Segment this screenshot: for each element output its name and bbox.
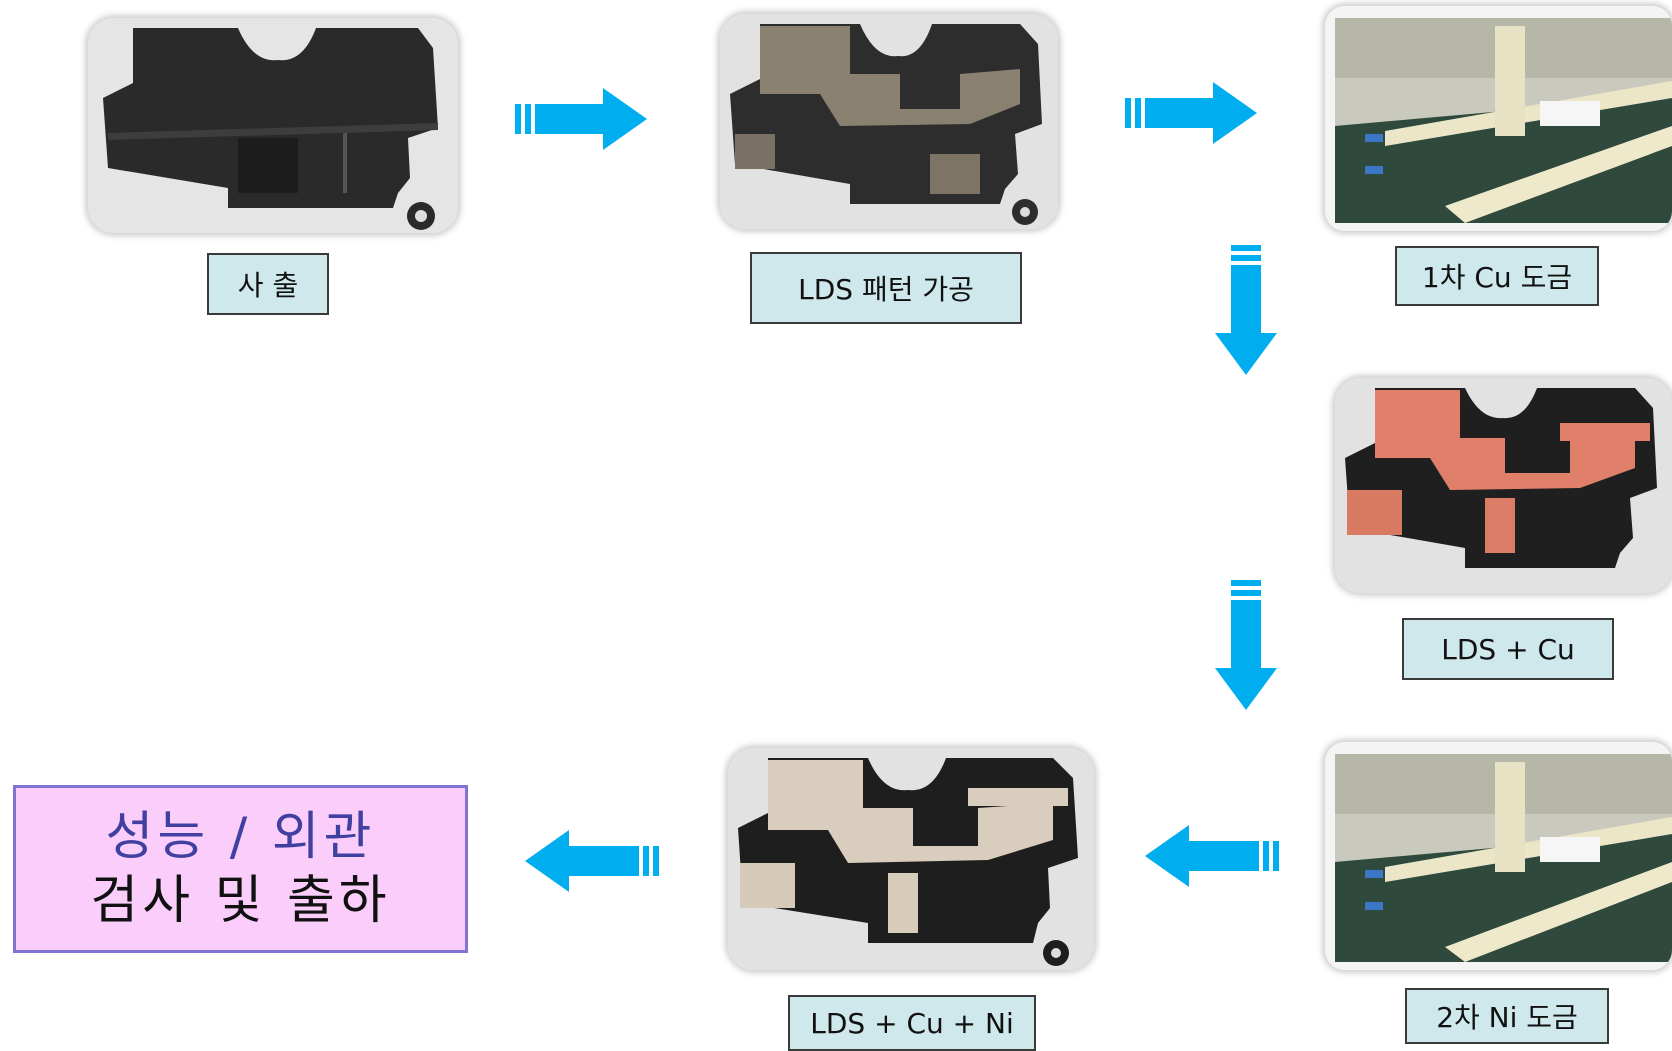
- photo-lds-pattern: [720, 14, 1058, 229]
- arrow-right-icon: [515, 88, 647, 150]
- photo-lds-cu-ni: [728, 748, 1094, 970]
- arrow-left-icon: [525, 830, 659, 892]
- label-injection: 사 출: [207, 253, 329, 315]
- photo-ni-plating-line: [1325, 742, 1672, 970]
- arrow-down-icon: [1215, 580, 1277, 710]
- photo-injection-part: [88, 18, 458, 233]
- photo-lds-cu: [1335, 378, 1672, 593]
- arrow-down-icon: [1215, 245, 1277, 375]
- label-lds-cu-ni: LDS + Cu + Ni: [788, 995, 1036, 1051]
- arrow-right-icon: [1125, 82, 1257, 144]
- label-lds-cu: LDS + Cu: [1402, 618, 1614, 680]
- label-lds-pattern: LDS 패턴 가공: [750, 252, 1022, 324]
- photo-cu-plating-line: [1325, 6, 1672, 231]
- final-line-1: 성능 / 외관: [105, 807, 376, 867]
- arrow-left-icon: [1145, 825, 1279, 887]
- label-cu-plating: 1차 Cu 도금: [1395, 246, 1599, 306]
- final-inspection-box: 성능 / 외관 검사 및 출하: [13, 785, 468, 953]
- final-line-2: 검사 및 출하: [90, 871, 391, 931]
- label-ni-plating: 2차 Ni 도금: [1405, 988, 1609, 1044]
